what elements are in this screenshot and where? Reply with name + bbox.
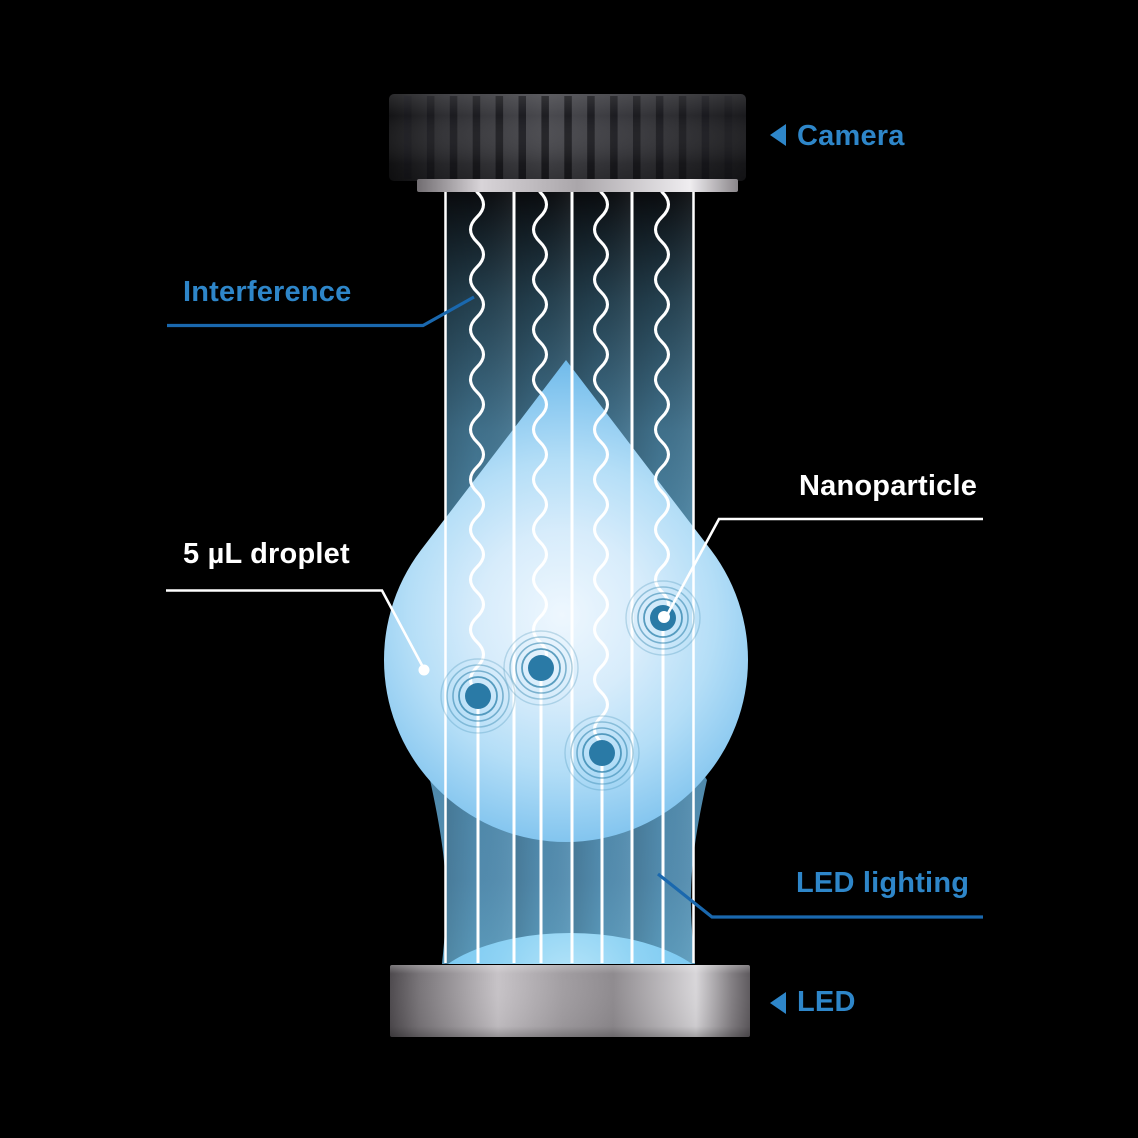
- nanoparticle-dot: [564, 715, 640, 791]
- wavy-interference-rays: [468, 190, 671, 754]
- camera-pointer-left-arrow-icon: [770, 124, 786, 146]
- camera-mount-plate: [417, 179, 738, 192]
- led-lighting-leader-line: [657, 872, 983, 919]
- camera-body: [389, 94, 746, 192]
- droplet-leader-line: [166, 589, 426, 670]
- led-body: [390, 965, 750, 1037]
- nanoparticle-dot: [440, 658, 516, 734]
- led-label: LED: [797, 986, 856, 1018]
- droplet-label: 5 µL droplet: [183, 538, 350, 570]
- straight-light-rays: [444, 192, 695, 963]
- nanoparticle-dot: [503, 630, 579, 706]
- nanoparticle-leader-dot: [658, 611, 670, 623]
- interference-leader-line: [167, 295, 475, 328]
- nanoparticle-label: Nanoparticle: [799, 470, 978, 502]
- scattered-rays: [476, 618, 665, 963]
- led-lighting-label: LED lighting: [796, 867, 970, 899]
- nanoparticle-leader-line: [664, 517, 983, 618]
- annotation-leaders: [166, 295, 983, 919]
- interference-label: Interference: [183, 276, 352, 308]
- droplet-leader-dot: [418, 664, 430, 676]
- camera-label: Camera: [797, 120, 905, 152]
- led-pointer-left-arrow-icon: [770, 992, 786, 1014]
